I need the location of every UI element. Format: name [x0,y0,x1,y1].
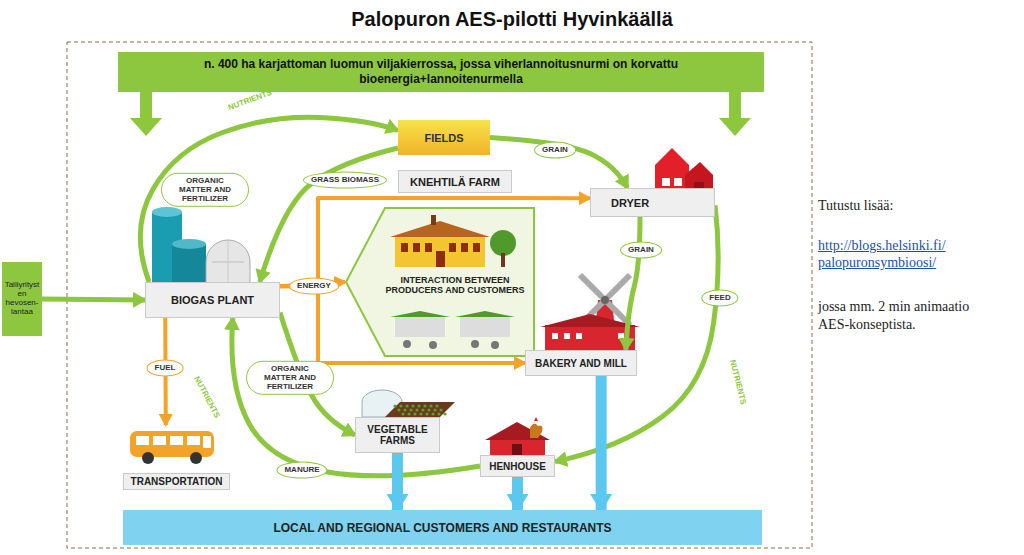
node-text: TRANSPORTATION [123,473,230,490]
flow-label: ORGANIC MATTER AND FERTILIZER [161,173,249,207]
henhouse-box: HENHOUSE [480,455,555,477]
biogas-tanks [152,207,250,286]
node-text: BAKERY AND MILL [535,358,627,369]
flow-label: FEED [701,290,738,307]
transportation-node: TRANSPORTATION [123,425,230,490]
biogas-box: BIOGAS PLANT [145,282,280,318]
flow-arrow [42,299,145,300]
node-text: FIELDS [424,132,463,144]
node-text: HENHOUSE [489,461,546,472]
node-text: VEGETABLE FARMS [360,424,435,446]
bus [130,431,214,464]
node-text: n. 400 ha karjattoman luomun viljakierro… [128,57,754,87]
greenhouse-field [362,390,455,417]
flow-label: ORGANIC MATTER AND FERTILIZER [246,361,334,395]
top-band: n. 400 ha karjattoman luomun viljakierro… [118,52,764,92]
flow-label: GRAIN [534,142,576,159]
fields-box: FIELDS [398,120,490,155]
nutrients-label: NUTRIENTS [728,359,748,406]
flow-arrow [596,376,607,510]
flow-label: GRAIN [620,242,662,259]
node-text: LOCAL AND REGIONAL CUSTOMERS AND RESTAUR… [273,521,611,535]
dashed-frame [67,42,812,548]
node-text: Talliyritysten hevosen-lantaa [3,281,41,316]
flow-arrow [555,205,718,461]
vegetable-box: VEGETABLE FARMS [355,417,440,453]
customers-band: LOCAL AND REGIONAL CUSTOMERS AND RESTAUR… [123,510,762,545]
node-text: KNEHTILÄ FARM [410,176,500,188]
bakery-box: BAKERY AND MILL [525,350,637,376]
flow-label: MANURE [276,462,327,479]
flow-label: GRASS BIOMASS [303,172,387,189]
farm-label: KNEHTILÄ FARM [398,170,512,193]
flow-arrow [626,217,640,350]
flow-label: FUEL [147,360,184,377]
flow-arrow [392,453,403,510]
node-text: INTERACTION BETWEEN PRODUCERS AND CUSTOM… [380,275,530,295]
note-text: Tutustu lisää: [818,198,1018,214]
link-text: http://blogs.helsinki.fi/ palopuronsymbi… [818,238,998,272]
note-text: jossa mm. 2 min animaatio AES-konseptist… [818,298,993,333]
flow-label: ENERGY [289,278,339,295]
interaction-area: INTERACTION BETWEEN PRODUCERS AND CUSTOM… [345,207,535,357]
diagram-title: Palopuron AES-pilotti Hyvinkäällä [0,8,1024,31]
stable-manure-box: Talliyritysten hevosen-lantaa [2,262,42,336]
flow-arrow [512,477,523,510]
dryer-box: DRYER [590,188,715,217]
node-text: DRYER [611,197,649,209]
node-text: BIOGAS PLANT [171,294,254,306]
nutrients-label: NUTRIENTS [192,375,221,420]
henhouse [485,417,550,455]
